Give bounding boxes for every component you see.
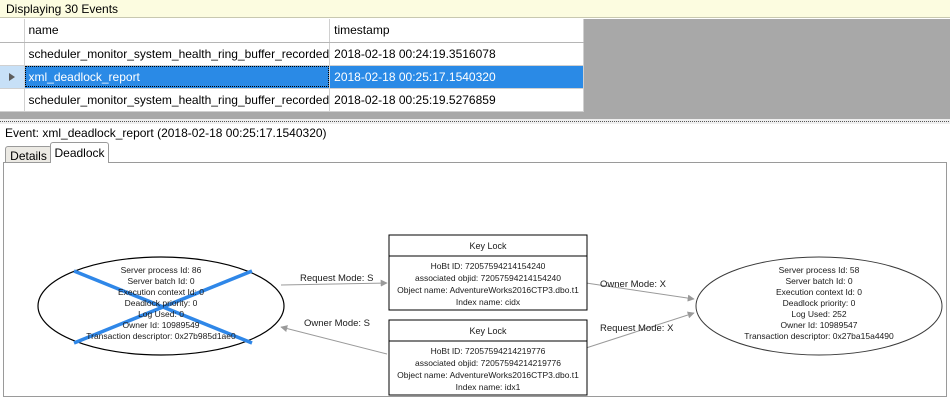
key-lock-bottom-line-1: HoBt ID: 72057594214219776 xyxy=(431,346,546,356)
process-left-line-4: Deadlock priority: 0 xyxy=(125,298,198,308)
edge-left-owner-line xyxy=(280,325,388,355)
edge-left-request-line xyxy=(280,279,388,287)
tab-strip: Details Deadlock xyxy=(0,142,950,163)
process-left-line-5: Log Used: 0 xyxy=(138,309,184,319)
row-selector-cell[interactable] xyxy=(0,88,25,112)
events-grid-container: name timestamp scheduler_monitor_system_… xyxy=(0,19,950,119)
grid-header-name[interactable]: name xyxy=(24,19,331,43)
key-lock-top-line-1: HoBt ID: 72057594214154240 xyxy=(431,261,546,271)
deadlock-graph[interactable]: Request Mode: S Owner Mode: S Owner Mode… xyxy=(4,163,946,396)
displaying-events-banner: Displaying 30 Events xyxy=(0,0,950,18)
process-left-line-7: Transaction descriptor: 0x27b985d1ae0 xyxy=(86,331,236,341)
key-lock-bottom-line-4: Index name: idx1 xyxy=(456,382,521,392)
process-right-line-5: Log Used: 252 xyxy=(791,309,847,319)
tab-panel-seam xyxy=(51,163,113,164)
edge-left-request-label: Request Mode: S xyxy=(300,273,373,284)
key-lock-top-body-box xyxy=(388,255,588,311)
cell-name[interactable]: scheduler_monitor_system_health_ring_buf… xyxy=(24,42,331,66)
process-right-line-4: Deadlock priority: 0 xyxy=(783,298,856,308)
edge-right-request-label: Request Mode: X xyxy=(600,323,674,334)
edge-right-request: Request Mode: X xyxy=(585,311,695,349)
key-lock-top-title: Key Lock xyxy=(469,241,507,251)
cell-name[interactable]: xml_deadlock_report xyxy=(24,65,331,89)
process-right-ellipse[interactable] xyxy=(695,256,943,356)
process-right-line-7: Transaction descriptor: 0x27ba15a4490 xyxy=(744,331,894,341)
horizontal-splitter[interactable] xyxy=(0,119,950,124)
key-lock-top-line-4: Index name: cidx xyxy=(456,297,521,307)
key-lock-top-line-3: Object name: AdventureWorks2016CTP3.dbo.… xyxy=(397,285,579,295)
table-row[interactable]: xml_deadlock_report 2018-02-18 00:25:17.… xyxy=(0,65,585,89)
edge-right-owner-line xyxy=(585,282,695,302)
grid-header-row: name timestamp xyxy=(0,19,585,43)
victim-cross-icon xyxy=(73,269,253,345)
grid-header-timestamp[interactable]: timestamp xyxy=(329,19,585,43)
key-lock-bottom-body-box xyxy=(388,340,588,396)
event-detail-header: Event: xml_deadlock_report (2018-02-18 0… xyxy=(0,124,950,142)
key-lock-bottom-line-3: Object name: AdventureWorks2016CTP3.dbo.… xyxy=(397,370,579,380)
cell-timestamp[interactable]: 2018-02-18 00:24:19.3516078 xyxy=(329,42,585,66)
process-right-line-3: Execution context Id: 0 xyxy=(776,287,862,297)
process-node-left[interactable]: Server process Id: 86 Server batch Id: 0… xyxy=(37,256,285,356)
deadlock-tab-panel: Request Mode: S Owner Mode: S Owner Mode… xyxy=(3,162,947,397)
events-grid[interactable]: name timestamp scheduler_monitor_system_… xyxy=(0,19,585,112)
cell-timestamp[interactable]: 2018-02-18 00:25:19.5276859 xyxy=(329,88,585,112)
displaying-events-label: Displaying 30 Events xyxy=(6,1,119,16)
tab-details[interactable]: Details xyxy=(5,146,52,163)
event-detail-title: Event: xml_deadlock_report (2018-02-18 0… xyxy=(5,126,327,140)
row-indicator-arrow-icon xyxy=(8,72,15,81)
process-left-line-1: Server process Id: 86 xyxy=(121,265,202,275)
key-lock-top-line-2: associated objid: 72057594214154240 xyxy=(415,273,561,283)
process-left-line-3: Execution context Id: 0 xyxy=(118,287,204,297)
process-right-line-6: Owner Id: 10989547 xyxy=(780,320,857,330)
tab-deadlock[interactable]: Deadlock xyxy=(50,142,109,163)
process-right-line-2: Server batch Id: 0 xyxy=(785,276,852,286)
key-lock-bottom-line-2: associated objid: 72057594214219776 xyxy=(415,358,561,368)
cell-timestamp[interactable]: 2018-02-18 00:25:17.1540320 xyxy=(329,65,585,89)
edge-left-owner: Owner Mode: S xyxy=(280,318,388,355)
table-row[interactable]: scheduler_monitor_system_health_ring_buf… xyxy=(0,42,585,66)
grid-header-selector xyxy=(0,19,25,43)
process-node-right[interactable]: Server process Id: 58 Server batch Id: 0… xyxy=(695,256,943,356)
edge-left-request: Request Mode: S xyxy=(280,273,388,287)
process-left-line-2: Server batch Id: 0 xyxy=(127,276,194,286)
resource-node-key-lock-bottom[interactable]: Key Lock HoBt ID: 72057594214219776 asso… xyxy=(388,319,588,396)
row-selector-cell[interactable] xyxy=(0,42,25,66)
table-row[interactable]: scheduler_monitor_system_health_ring_buf… xyxy=(0,88,585,112)
cell-name[interactable]: scheduler_monitor_system_health_ring_buf… xyxy=(24,88,331,112)
process-left-line-6: Owner Id: 10989549 xyxy=(122,320,199,330)
edge-left-owner-label: Owner Mode: S xyxy=(304,318,370,329)
key-lock-bottom-title: Key Lock xyxy=(469,326,507,336)
edge-right-request-line xyxy=(585,311,695,349)
resource-node-key-lock-top[interactable]: Key Lock HoBt ID: 72057594214154240 asso… xyxy=(388,234,588,311)
edge-right-owner: Owner Mode: X xyxy=(585,279,695,302)
row-selector-cell[interactable] xyxy=(0,65,25,89)
edge-right-owner-label: Owner Mode: X xyxy=(600,279,667,290)
process-right-line-1: Server process Id: 58 xyxy=(779,265,860,275)
